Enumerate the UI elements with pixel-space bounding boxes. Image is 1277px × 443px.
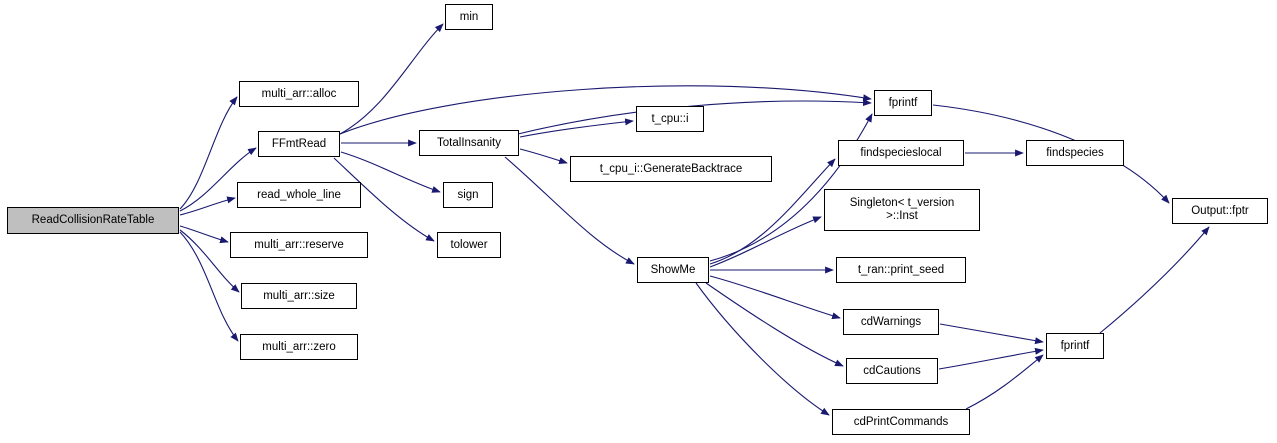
- node-cdWarnings[interactable]: cdWarnings: [843, 309, 939, 335]
- edge-ShowMe-to-cdCautions: [705, 282, 844, 367]
- edge-TotalInsanity-to-ShowMe: [504, 156, 635, 265]
- edge-ShowMe-to-findspecieslocal: [709, 158, 836, 265]
- node-FFmtRead[interactable]: FFmtRead: [258, 131, 340, 157]
- edge-ShowMe-to-cdWarnings: [709, 275, 841, 320]
- edge-fprintf_bottom-to-Output_fptr: [1099, 226, 1210, 334]
- node-min[interactable]: min: [445, 4, 493, 30]
- edge-ReadCollisionRateTable-to-multi_arr_alloc: [179, 96, 238, 210]
- node-singleton-t_version-inst[interactable]: Singleton< t_version >::Inst: [824, 189, 980, 231]
- edge-ReadCollisionRateTable-to-multi_arr_size: [179, 229, 240, 293]
- node-sign[interactable]: sign: [443, 182, 493, 208]
- edge-FFmtRead-to-fprintf_top: [339, 85, 872, 135]
- edge-TotalInsanity-to-GenerateBacktrace: [519, 148, 568, 164]
- node-fprintf-bottom[interactable]: fprintf: [1046, 333, 1104, 359]
- node-TotalInsanity[interactable]: TotalInsanity: [419, 130, 519, 156]
- edge-FFmtRead-to-tolower: [333, 157, 435, 242]
- node-fprintf-top[interactable]: fprintf: [874, 90, 932, 116]
- node-ReadCollisionRateTable[interactable]: ReadCollisionRateTable: [7, 207, 179, 234]
- edge-ShowMe-to-cdPrintCommands: [695, 282, 830, 416]
- node-t_cpu_i-GenerateBacktrace[interactable]: t_cpu_i::GenerateBacktrace: [570, 156, 772, 182]
- node-Output-fptr[interactable]: Output::fptr: [1172, 198, 1268, 224]
- edge-ReadCollisionRateTable-to-multi_arr_reserve: [179, 225, 229, 244]
- node-cdPrintCommands[interactable]: cdPrintCommands: [832, 409, 970, 435]
- node-multi_arr-zero[interactable]: multi_arr::zero: [240, 334, 358, 360]
- node-findspecies[interactable]: findspecies: [1026, 140, 1124, 166]
- edge-cdCautions-to-fprintf_bottom: [938, 347, 1044, 370]
- node-read_whole_line[interactable]: read_whole_line: [237, 182, 361, 208]
- edge-cdPrintCommands-to-fprintf_bottom: [965, 354, 1044, 410]
- edge-ShowMe-to-Singleton_Inst: [709, 216, 822, 268]
- edge-ReadCollisionRateTable-to-FFmtRead: [179, 147, 257, 212]
- edge-cdWarnings-to-fprintf_bottom: [939, 323, 1044, 345]
- node-multi_arr-size[interactable]: multi_arr::size: [241, 283, 357, 309]
- edge-FFmtRead-to-sign: [340, 151, 441, 193]
- node-cdCautions[interactable]: cdCautions: [846, 358, 938, 384]
- node-t_cpu-i[interactable]: t_cpu::i: [636, 106, 704, 132]
- edge-ReadCollisionRateTable-to-multi_arr_zero: [179, 231, 239, 342]
- edge-ShowMe-to-fprintf_top: [709, 113, 873, 262]
- node-ShowMe[interactable]: ShowMe: [637, 257, 709, 283]
- node-t_ran-print_seed[interactable]: t_ran::print_seed: [836, 257, 966, 283]
- node-tolower[interactable]: tolower: [437, 232, 501, 258]
- edge-ReadCollisionRateTable-to-read_whole_line: [179, 196, 236, 216]
- edge-TotalInsanity-to-t_cpu_i: [519, 118, 634, 138]
- node-multi_arr-reserve[interactable]: multi_arr::reserve: [230, 232, 368, 258]
- edge-FFmtRead-to-min: [339, 23, 444, 135]
- node-multi_arr-alloc[interactable]: multi_arr::alloc: [239, 81, 359, 107]
- node-findspecieslocal[interactable]: findspecieslocal: [838, 140, 964, 166]
